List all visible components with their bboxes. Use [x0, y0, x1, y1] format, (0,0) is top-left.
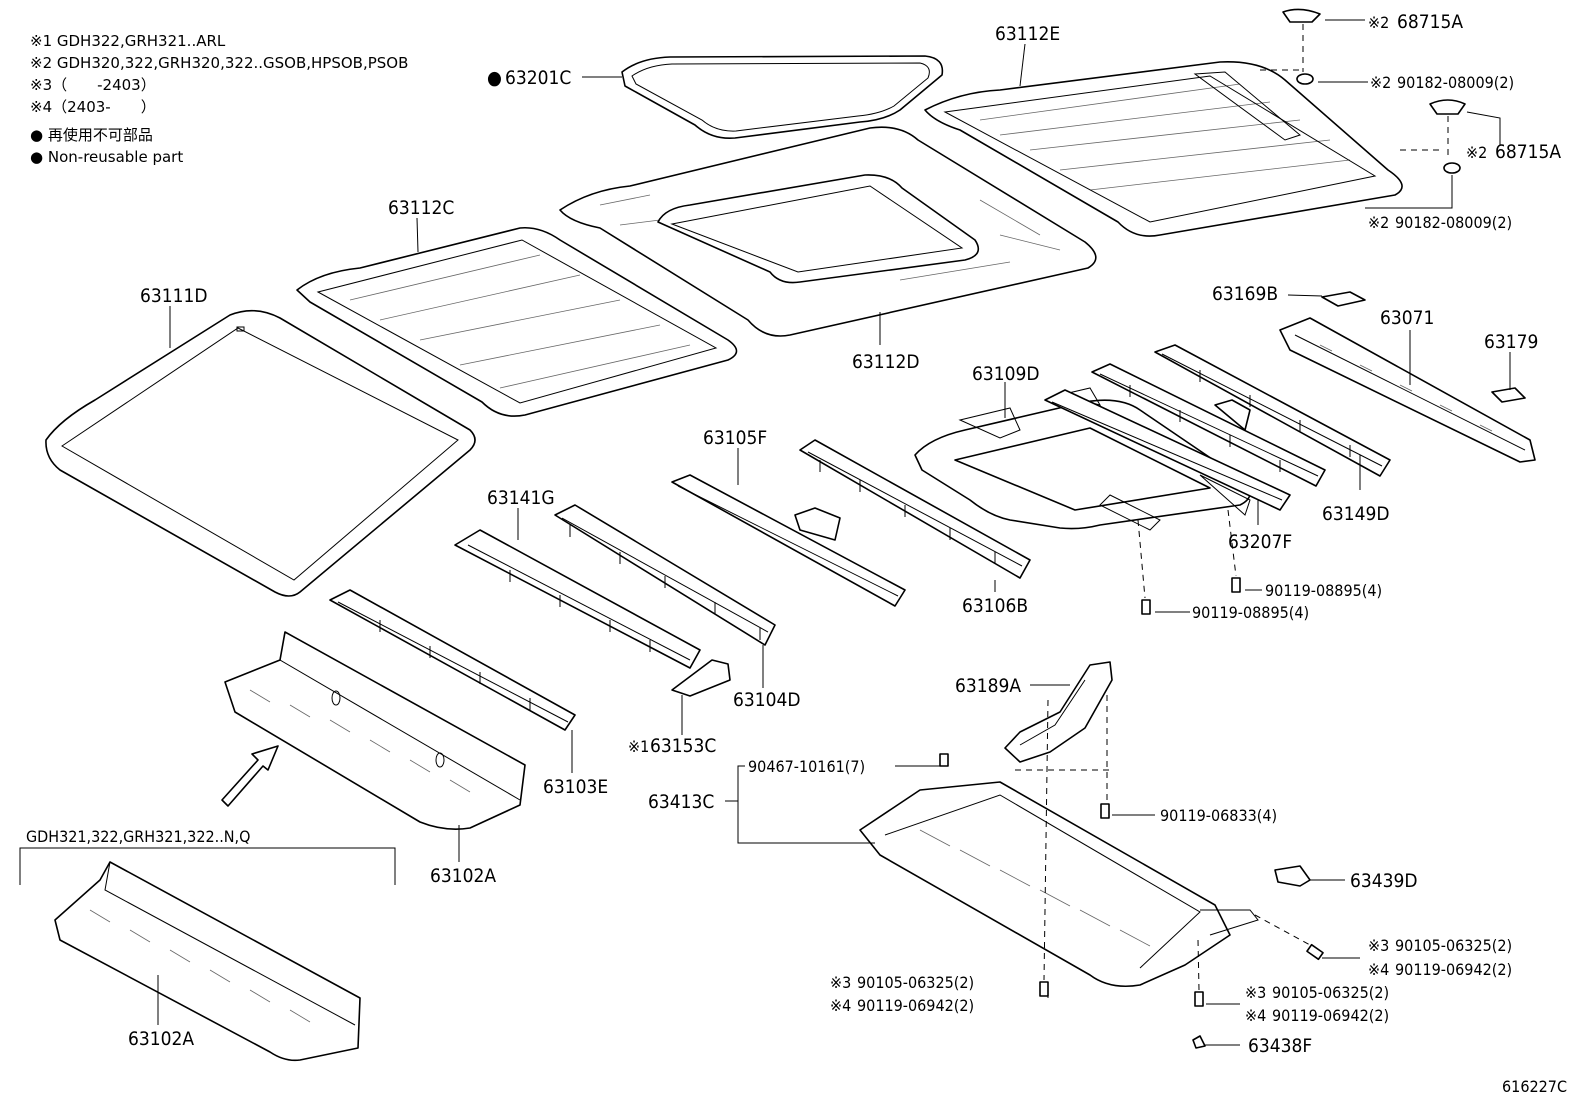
- label-68715a-mid: 68715A: [1495, 141, 1561, 163]
- label-variant-note: GDH321,322,GRH321,322..N,Q: [26, 827, 250, 846]
- label-63105f: 63105F: [703, 427, 767, 449]
- label-63413c: 63413C: [648, 791, 714, 813]
- nonreusable-jp-text: 再使用不可部品: [47, 126, 153, 144]
- mark-3-m: ※3: [1245, 983, 1266, 1002]
- label-90182-bot: 90182-08009(2): [1395, 213, 1512, 232]
- part-roof-bow-63149d-b: [1154, 344, 1391, 477]
- label-63112e: 63112E: [995, 23, 1060, 45]
- nonreusable-en-text: Non-reusable part: [47, 148, 184, 166]
- label-90182-top: 90182-08009(2): [1397, 73, 1514, 92]
- part-roof-bow-63149d-a: [1091, 363, 1326, 487]
- part-roof-panel-63111d: [45, 309, 476, 597]
- label-90105-m: 90105-06325(2): [1272, 983, 1389, 1002]
- mark-2-b: ※2: [1370, 73, 1391, 92]
- label-63104d: 63104D: [733, 689, 801, 711]
- label-63102a-top: 63102A: [430, 865, 496, 887]
- label-63109d: 63109D: [972, 363, 1040, 385]
- legend-notes: ※1 GDH322,GRH321..ARL ※2 GDH320,322,GRH3…: [30, 30, 408, 168]
- part-roof-panel-63112d: [559, 126, 1097, 337]
- label-63201c: 63201C: [505, 67, 571, 89]
- part-rear-panel-63102a-top: [224, 631, 526, 830]
- fastener-68715a-top: [1282, 8, 1321, 23]
- label-63141g: 63141G: [487, 487, 555, 509]
- label-63102a-bottom: 63102A: [128, 1028, 194, 1050]
- part-roof-bow-63207f: [1044, 389, 1291, 511]
- note-2: ※2 GDH320,322,GRH320,322..GSOB,HPSOB,PSO…: [30, 54, 409, 72]
- part-roof-bow-63106b: [799, 439, 1031, 579]
- label-90119-06942-r: 90119-06942(2): [1395, 960, 1512, 979]
- label-figure-id: 616227C: [1502, 1077, 1567, 1096]
- mark-1: ※1: [628, 737, 649, 756]
- label-63111d: 63111D: [140, 285, 208, 307]
- view-direction-arrow: [221, 745, 279, 807]
- part-sunroof-glass: [621, 55, 944, 140]
- fastener-90182-bot: [1443, 162, 1461, 174]
- mark-4-r: ※4: [1368, 960, 1389, 979]
- mark-3-l: ※3: [830, 973, 851, 992]
- part-labels: ● 63201C 63112E ※2 68715A ※2 90182-08009…: [26, 11, 1567, 1096]
- part-roof-bow-63141g: [454, 529, 701, 669]
- label-63439d: 63439D: [1350, 870, 1418, 892]
- mark-2-a: ※2: [1368, 13, 1389, 32]
- bullet-icon: ●: [30, 126, 44, 144]
- note-3: ※3（ -2403）: [30, 76, 156, 94]
- label-63438f: 63438F: [1248, 1035, 1312, 1057]
- mark-3-r: ※3: [1368, 936, 1389, 955]
- part-clip-63438f: [1192, 1035, 1206, 1049]
- label-63207f: 63207F: [1228, 531, 1292, 553]
- label-63112c: 63112C: [388, 197, 454, 219]
- label-90119-06833: 90119-06833(4): [1160, 806, 1277, 825]
- part-roof-bow-63105f: [671, 474, 906, 607]
- part-bracket-63189a: [1004, 661, 1113, 763]
- label-63169b: 63169B: [1212, 283, 1278, 305]
- alignment-lines: [1015, 24, 1449, 991]
- note-nonreusable-en: ● Non-reusable part: [30, 146, 408, 168]
- note-1: ※1 GDH322,GRH321..ARL: [30, 32, 226, 50]
- label-63153c: 63153C: [650, 735, 716, 757]
- label-90105-r: 90105-06325(2): [1395, 936, 1512, 955]
- part-overhead-console-63413c: [859, 781, 1259, 988]
- label-63071: 63071: [1380, 307, 1434, 329]
- variant-frame: [19, 847, 396, 885]
- label-63103e: 63103E: [543, 776, 608, 798]
- mark-2-c: ※2: [1466, 143, 1487, 162]
- fastener-68715a-mid: [1429, 99, 1466, 115]
- label-90119-08895-a: 90119-08895(4): [1265, 581, 1382, 600]
- part-roof-bow-63104d: [554, 504, 776, 646]
- note-nonreusable-jp: ● 再使用不可部品: [30, 124, 408, 146]
- mark-4-l: ※4: [830, 996, 851, 1015]
- label-63179: 63179: [1484, 331, 1538, 353]
- part-sunroof-frame-63109d: [914, 387, 1251, 531]
- part-roof-bow-63103e: [329, 589, 576, 731]
- part-bracket-63153c: [671, 659, 731, 697]
- label-90119-08895-b: 90119-08895(4): [1192, 603, 1309, 622]
- label-90119-06942-l: 90119-06942(2): [857, 996, 974, 1015]
- label-68715a-top: 68715A: [1397, 11, 1463, 33]
- label-90119-06942-m: 90119-06942(2): [1272, 1006, 1389, 1025]
- label-63149d: 63149D: [1322, 503, 1390, 525]
- label-63189a: 63189A: [955, 675, 1021, 697]
- part-roof-panel-63112e: [924, 61, 1403, 237]
- mark-2-d: ※2: [1368, 213, 1389, 232]
- part-roof-panel-63112c: [296, 226, 738, 417]
- note-4: ※4（2403- ）: [30, 98, 156, 116]
- label-63106b: 63106B: [962, 595, 1028, 617]
- part-clip-63439d: [1274, 865, 1311, 887]
- part-roof-header-63071: [1279, 317, 1536, 463]
- fastener-bolts: [939, 577, 1324, 1007]
- label-90105-l: 90105-06325(2): [857, 973, 974, 992]
- part-bracket-63169b: [1321, 291, 1366, 307]
- part-rear-panel-63102a-bottom: [54, 861, 361, 1062]
- label-90467: 90467-10161(7): [748, 757, 865, 776]
- label-bullet-63201c: ●: [487, 67, 502, 89]
- mark-4-m: ※4: [1245, 1006, 1266, 1025]
- leader-lines: [157, 19, 1511, 1046]
- bullet-icon: ●: [30, 148, 44, 166]
- fastener-90182-top: [1296, 73, 1314, 85]
- part-bracket-63179: [1491, 387, 1526, 403]
- label-63112d: 63112D: [852, 351, 920, 373]
